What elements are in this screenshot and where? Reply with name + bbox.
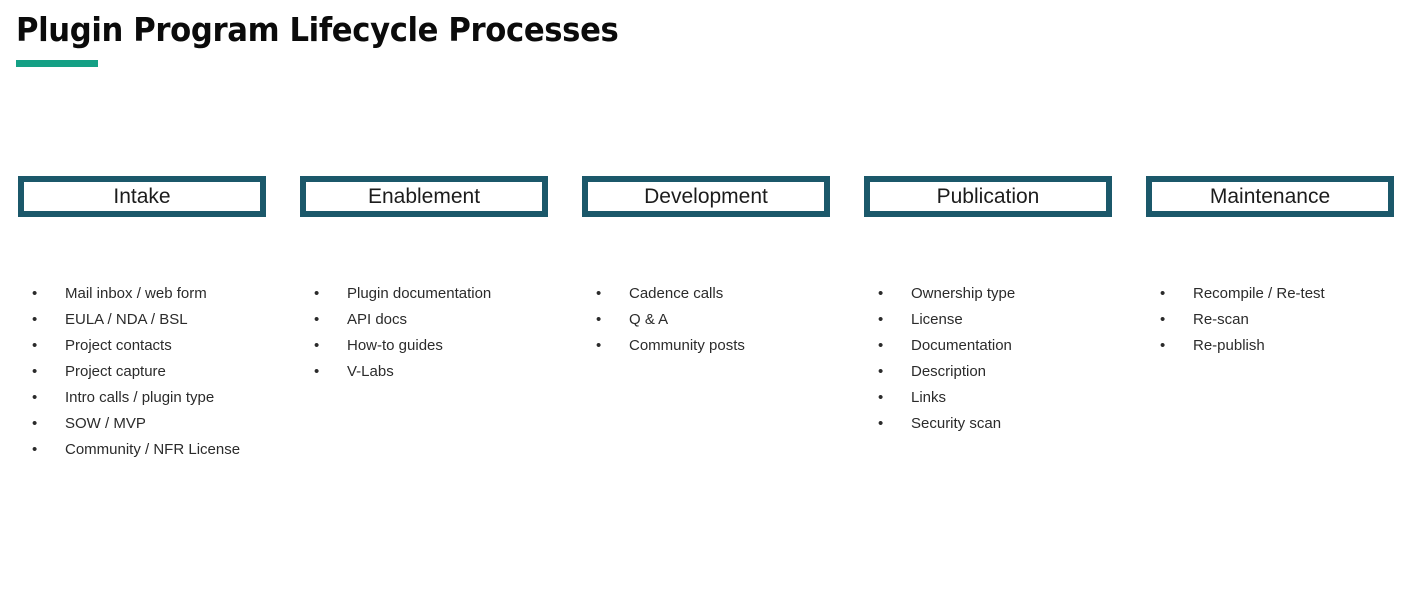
list-item: • Intro calls / plugin type [18, 385, 266, 411]
list-item-label: Re-scan [1193, 311, 1249, 328]
phase-column-intake: Intake • Mail inbox / web form • EULA / … [18, 176, 266, 463]
list-item-label: Re-publish [1193, 337, 1265, 354]
phase-item-list-maintenance: • Recompile / Re-test • Re-scan • Re-pub… [1146, 281, 1394, 359]
list-item: • Community / NFR License [18, 437, 266, 463]
bullet-icon: • [32, 311, 38, 328]
phase-header-label: Maintenance [1209, 185, 1331, 208]
list-item-label: How-to guides [347, 337, 443, 354]
page-title: Plugin Program Lifecycle Processes [16, 10, 619, 49]
title-accent-bar [16, 60, 98, 67]
bullet-icon: • [596, 337, 602, 354]
bullet-icon: • [32, 389, 38, 406]
bullet-icon: • [1160, 285, 1166, 302]
phase-header-enablement[interactable]: Enablement [300, 176, 548, 217]
bullet-icon: • [596, 311, 602, 328]
bullet-icon: • [596, 285, 602, 302]
bullet-icon: • [32, 441, 38, 458]
list-item-label: Links [911, 389, 947, 406]
list-item: • Project contacts [18, 333, 266, 359]
list-item: • Re-publish [1146, 333, 1394, 359]
list-item: • Ownership type [864, 281, 1112, 307]
bullet-icon: • [314, 285, 320, 302]
bullet-icon: • [314, 311, 320, 328]
list-item-label: Community posts [629, 337, 745, 354]
list-item: • Mail inbox / web form [18, 281, 266, 307]
bullet-icon: • [32, 285, 38, 302]
list-item: • Security scan [864, 411, 1112, 437]
phase-header-publication[interactable]: Publication [864, 176, 1112, 217]
list-item: • Community posts [582, 333, 830, 359]
list-item: • Cadence calls [582, 281, 830, 307]
list-item-label: Recompile / Re-test [1193, 285, 1325, 302]
list-item: • Q & A [582, 307, 830, 333]
list-item: • SOW / MVP [18, 411, 266, 437]
bullet-icon: • [314, 337, 320, 354]
phase-item-list-enablement: • Plugin documentation • API docs • How-… [300, 281, 548, 385]
bullet-icon: • [878, 389, 884, 406]
list-item: • Re-scan [1146, 307, 1394, 333]
phase-header-maintenance[interactable]: Maintenance [1146, 176, 1394, 217]
list-item: • Links [864, 385, 1112, 411]
phase-header-label: Enablement [367, 185, 481, 208]
list-item-label: License [911, 311, 963, 328]
list-item: • Project capture [18, 359, 266, 385]
phase-column-enablement: Enablement • Plugin documentation • API … [300, 176, 548, 463]
list-item-label: Intro calls / plugin type [65, 389, 215, 406]
bullet-icon: • [314, 363, 320, 380]
phase-header-development[interactable]: Development [582, 176, 830, 217]
phase-column-development: Development • Cadence calls • Q & A • Co… [582, 176, 830, 463]
bullet-icon: • [1160, 337, 1166, 354]
bullet-icon: • [1160, 311, 1166, 328]
bullet-icon: • [878, 363, 884, 380]
bullet-icon: • [878, 285, 884, 302]
list-item-label: EULA / NDA / BSL [65, 311, 188, 328]
list-item-label: Q & A [629, 311, 669, 328]
list-item: • EULA / NDA / BSL [18, 307, 266, 333]
phase-item-list-intake: • Mail inbox / web form • EULA / NDA / B… [18, 281, 266, 463]
bullet-icon: • [878, 311, 884, 328]
list-item-label: Ownership type [911, 285, 1016, 302]
list-item: • License [864, 307, 1112, 333]
list-item: • V-Labs [300, 359, 548, 385]
list-item-label: V-Labs [347, 363, 394, 380]
list-item: • Recompile / Re-test [1146, 281, 1394, 307]
list-item-label: Community / NFR License [65, 441, 241, 458]
list-item-label: Documentation [911, 337, 1012, 354]
phase-item-list-publication: • Ownership type • License • Documentati… [864, 281, 1112, 437]
phase-column-publication: Publication • Ownership type • License •… [864, 176, 1112, 463]
list-item-label: Project capture [65, 363, 166, 380]
list-item: • Plugin documentation [300, 281, 548, 307]
lifecycle-phase-columns: Intake • Mail inbox / web form • EULA / … [18, 176, 1395, 463]
list-item-label: Security scan [911, 415, 1002, 432]
list-item-label: Plugin documentation [347, 285, 492, 302]
list-item-label: SOW / MVP [65, 415, 146, 432]
phase-header-intake[interactable]: Intake [18, 176, 266, 217]
phase-column-maintenance: Maintenance • Recompile / Re-test • Re-s… [1146, 176, 1394, 463]
list-item: • API docs [300, 307, 548, 333]
list-item-label: Mail inbox / web form [65, 285, 207, 302]
phase-item-list-development: • Cadence calls • Q & A • Community post… [582, 281, 830, 359]
bullet-icon: • [32, 415, 38, 432]
phase-header-label: Development [644, 185, 768, 208]
list-item: • Documentation [864, 333, 1112, 359]
bullet-icon: • [32, 337, 38, 354]
list-item: • How-to guides [300, 333, 548, 359]
list-item-label: Description [911, 363, 987, 380]
list-item-label: API docs [347, 311, 408, 328]
list-item-label: Project contacts [65, 337, 172, 354]
list-item: • Description [864, 359, 1112, 385]
phase-header-label: Intake [113, 185, 171, 208]
list-item-label: Cadence calls [629, 285, 724, 302]
bullet-icon: • [32, 363, 38, 380]
phase-header-label: Publication [936, 185, 1040, 208]
bullet-icon: • [878, 337, 884, 354]
bullet-icon: • [878, 415, 884, 432]
